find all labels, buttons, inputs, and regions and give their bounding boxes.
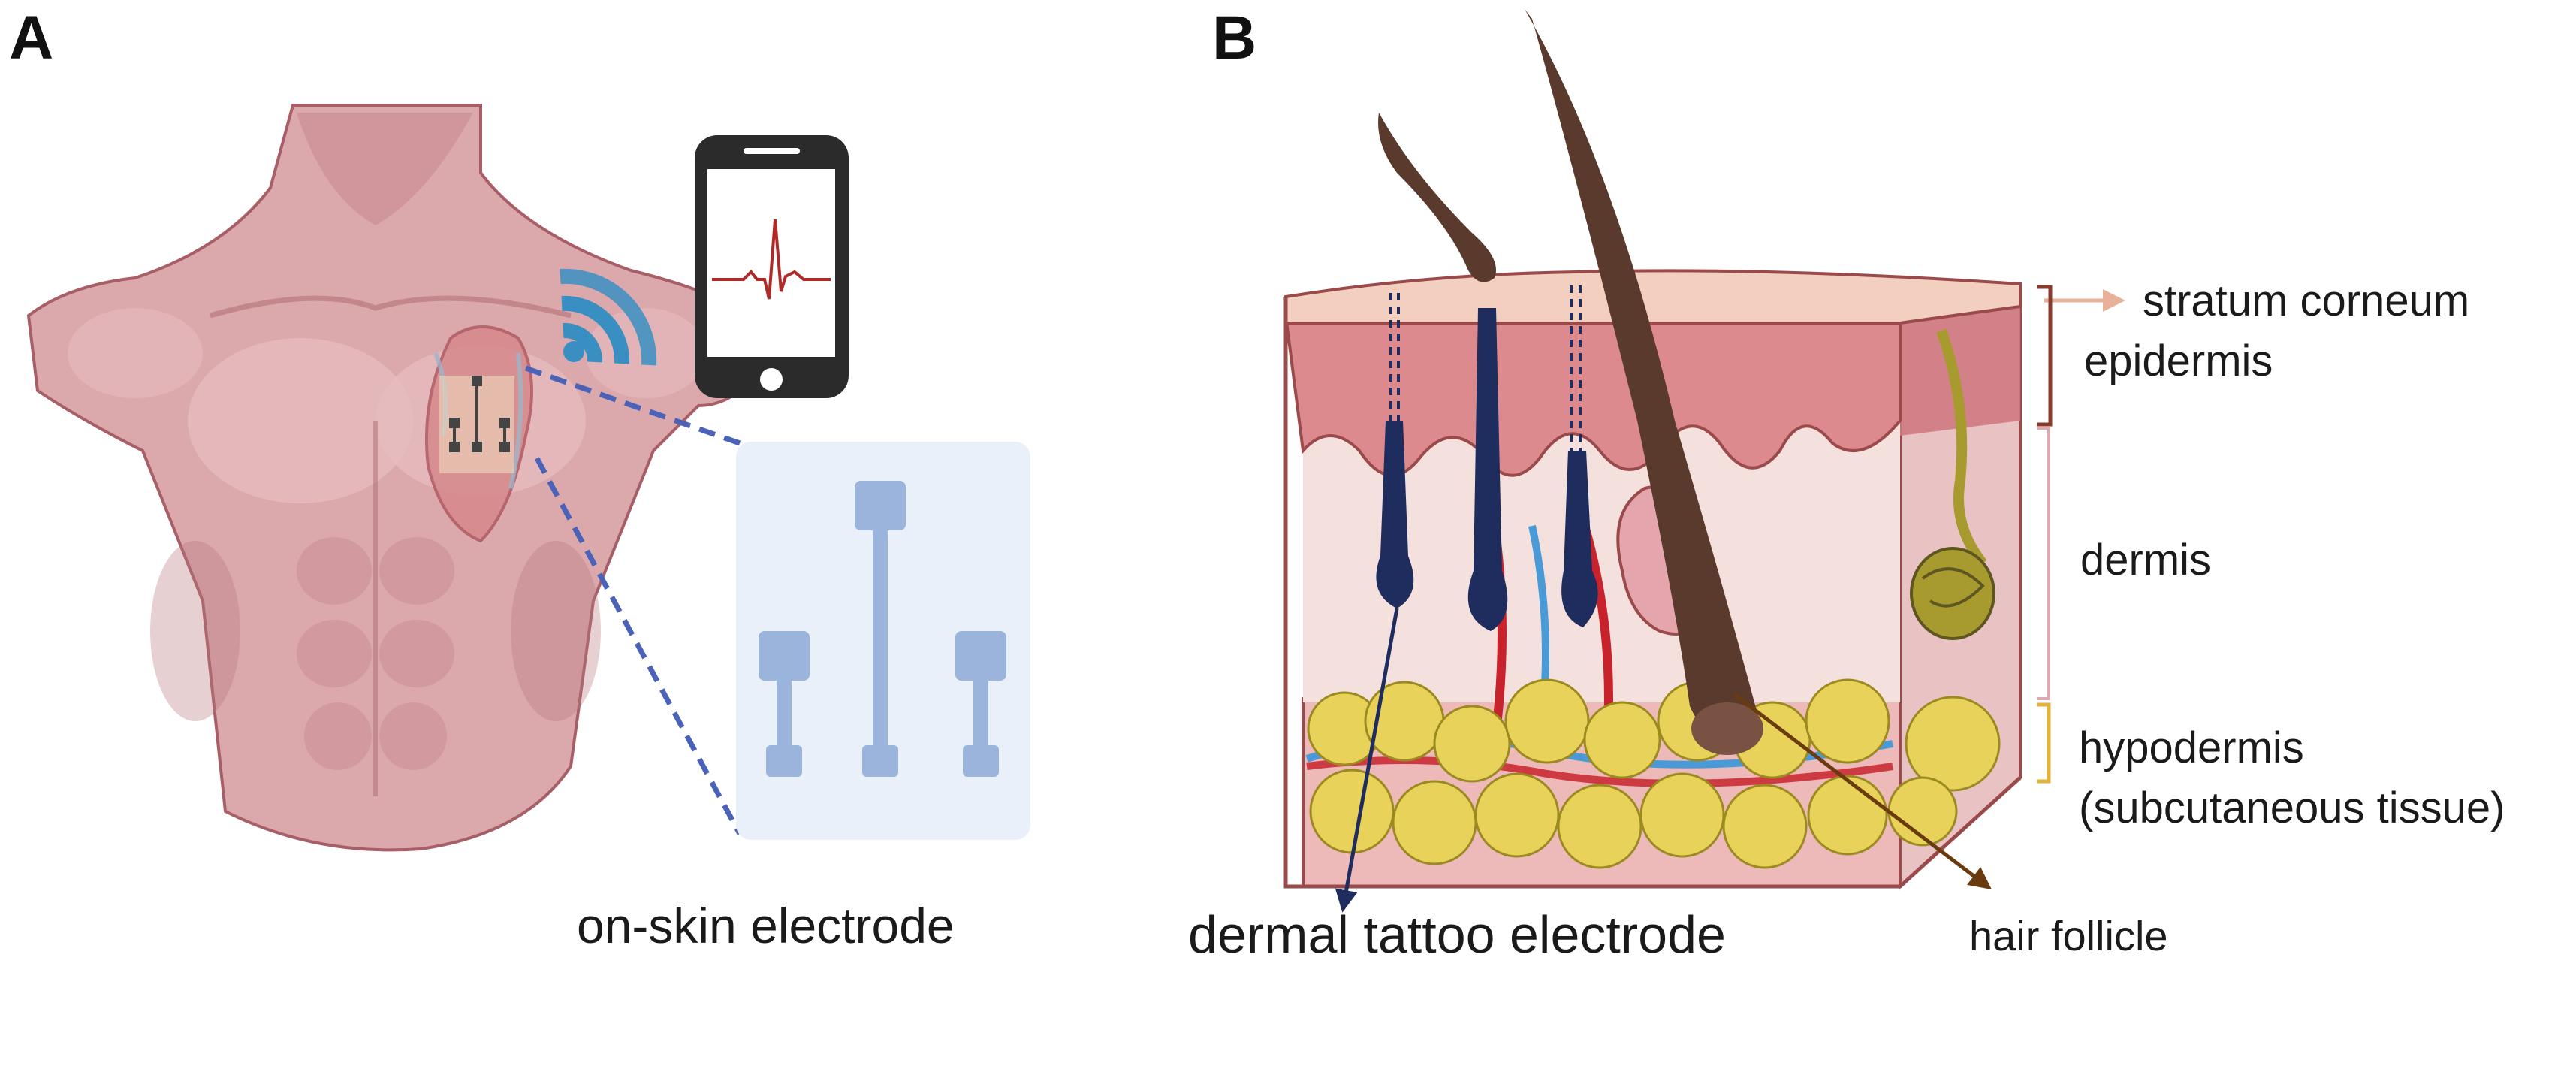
stratum-corneum-label: stratum corneum [2143, 276, 2469, 325]
hair-follicle [1378, 9, 1763, 755]
torso-illustration [26, 104, 742, 852]
wifi-icon [560, 268, 657, 366]
electrode-zoom-panel [736, 442, 1030, 840]
hypodermis-label: hypodermis [2079, 723, 2304, 772]
heart-icon [425, 325, 533, 543]
dermal-tattoo-caption: dermal tattoo electrode [1188, 905, 1726, 964]
epidermis-label: epidermis [2084, 337, 2273, 385]
hair-caption-arrow [1733, 693, 1992, 890]
sweat-gland [1910, 328, 1995, 640]
ecg-trace [712, 219, 831, 300]
zoom-line-bottom [534, 457, 743, 835]
panel-a-letter: A [9, 4, 53, 72]
epidermis-bracket [2037, 285, 2053, 427]
torso-body [26, 104, 742, 852]
hypodermis-sub-label: (subcutaneous tissue) [2079, 784, 2505, 832]
stratum-corneum-layer [1284, 269, 2022, 325]
tattoo-caption-arrow [1335, 608, 1399, 913]
hypodermis-bracket [2037, 702, 2051, 784]
panel-b-letter: B [1212, 4, 1256, 72]
dermis-bracket [2037, 427, 2050, 700]
smartphone-icon [695, 135, 849, 398]
dermis-label: dermis [2080, 536, 2211, 584]
hair-follicle-label: hair follicle [1969, 912, 2168, 959]
on-skin-electrode-caption: on-skin electrode [577, 898, 955, 953]
tattoo-electrodes [1376, 285, 1598, 631]
zoom-line-top [524, 365, 741, 446]
